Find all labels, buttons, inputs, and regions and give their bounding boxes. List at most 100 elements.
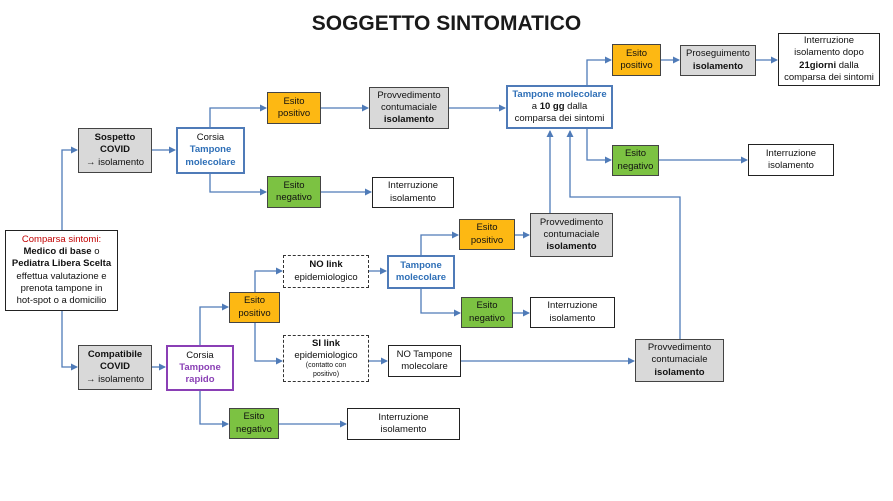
proseguimento-line2: isolamento (692, 60, 744, 72)
node-provvedimento-2: Provvedimento contumaciale isolamento (530, 213, 613, 257)
interr-21-line4: comparsa dei sintomi (784, 71, 874, 83)
arrow-esito-pos-rap-to-si-link (254, 323, 283, 365)
esito-pos-rap-line1: Esito (243, 295, 266, 307)
node-esito-negativo-2: Esito negativo (461, 297, 513, 328)
start-pediatra: Pediatra Libera Scelta (11, 258, 112, 270)
interr-2-line2: isolamento (549, 312, 596, 324)
node-interruzione-top: Interruzione isolamento (748, 144, 834, 176)
esito-pos-2-line2: positivo (470, 234, 504, 246)
node-esito-positivo-top: Esito positivo (612, 44, 661, 76)
node-interruzione-2: Interruzione isolamento (530, 297, 615, 328)
compatibile-line3: → isolamento (85, 373, 145, 385)
node-compatibile-covid: Compatibile COVID → isolamento (78, 345, 152, 390)
compatibile-line1: Compatibile (87, 349, 143, 361)
arrow-start-to-compatibile (61, 311, 78, 371)
provv-1-line2: contumaciale (381, 101, 437, 113)
arrow-corsia-mol-to-esito-neg-1 (209, 174, 267, 196)
provv-1-line3: isolamento (383, 114, 435, 126)
si-link-line1: SI link (312, 337, 340, 349)
interr-1-line1: Interruzione (387, 180, 439, 192)
esito-neg-1-line1: Esito (283, 179, 305, 191)
node-tampone-10gg: Tampone molecolare a 10 gg dalla compars… (506, 85, 613, 129)
corsia-rap-line3: rapido (185, 374, 215, 386)
node-proseguimento-isolamento: Proseguimento isolamento (680, 45, 756, 76)
proseguimento-line1: Proseguimento (686, 48, 750, 60)
esito-neg-rap-line2: negativo (236, 423, 272, 435)
esito-neg-2-line1: Esito (476, 300, 498, 312)
node-esito-positivo-1: Esito positivo (267, 92, 321, 124)
arrow-start-to-sospetto (61, 146, 78, 230)
node-comparsa-sintomi: Comparsa sintomi: Medico di base o Pedia… (5, 230, 118, 311)
arrow-provv-3-to-tampone-10gg (566, 130, 681, 339)
tampone-10gg-line2b: 10 gg (539, 100, 565, 112)
start-line4: prenota tampone in (20, 282, 103, 294)
no-tampone-line2: molecolare (401, 361, 448, 372)
start-line3: effettua valutazione e (16, 270, 107, 282)
esito-pos-1-line1: Esito (283, 95, 305, 107)
tampone-10gg-line1: Tampone molecolare (512, 88, 607, 100)
node-no-tampone-molecolare: NO Tampone molecolare (388, 345, 461, 377)
corsia-mol-line3: molecolare (185, 156, 236, 168)
sospetto-line1: Sospetto (94, 132, 136, 144)
esito-neg-1-line2: negativo (276, 192, 312, 203)
node-esito-negativo-rapido: Esito negativo (229, 408, 279, 439)
esito-pos-2-line1: Esito (476, 222, 498, 234)
si-link-line4: positivo) (312, 370, 340, 378)
esito-neg-2-line2: negativo (469, 312, 505, 324)
arrow-tampone-10gg-to-esito-neg-top (586, 129, 612, 164)
esito-pos-1-line2: positivo (277, 108, 311, 119)
node-provvedimento-3: Provvedimento contumaciale isolamento (635, 339, 724, 382)
si-link-line2: epidemiologico (294, 350, 358, 362)
si-link-line3: (contatto con (305, 362, 347, 370)
interr-rap-line2: isolamento (380, 424, 427, 435)
no-link-line1: NO link (309, 259, 343, 271)
arrow-tampone-10gg-to-esito-pos-top (586, 56, 612, 85)
interr-2-line1: Interruzione (547, 300, 598, 312)
tampone-mol-2-line2: molecolare (395, 272, 447, 283)
interr-top-line2: isolamento (768, 160, 814, 171)
node-corsia-tampone-molecolare: Corsia Tampone molecolare (176, 127, 245, 174)
interr-1-line2: isolamento (390, 192, 436, 204)
node-esito-positivo-rapido: Esito positivo (229, 292, 280, 323)
esito-pos-top-line1: Esito (625, 47, 648, 59)
esito-pos-rap-line2: positivo (238, 307, 271, 319)
tampone-mol-2-line1: Tampone (400, 259, 442, 271)
sospetto-line2: COVID (99, 144, 131, 156)
interr-21-line1: Interruzione (803, 35, 855, 47)
corsia-rap-line1: Corsia (186, 349, 214, 361)
provv-1-line1: Provvedimento (377, 89, 441, 101)
node-provvedimento-1: Provvedimento contumaciale isolamento (369, 87, 449, 129)
provv-2-line2: contumaciale (543, 228, 600, 240)
start-line5: hot-spot o a domicilio (16, 294, 107, 306)
sospetto-line3: → isolamento (85, 156, 145, 168)
no-link-line2: epidemiologico (294, 271, 358, 283)
interr-top-line1: Interruzione (765, 147, 817, 159)
corsia-rap-line2: Tampone (179, 361, 221, 373)
node-esito-negativo-1: Esito negativo (267, 176, 321, 208)
arrow-corsia-rap-to-esito-neg-rap (199, 391, 229, 428)
page-title: SOGGETTO SINTOMATICO (311, 12, 582, 35)
esito-neg-rap-line1: Esito (243, 411, 265, 423)
node-sospetto-covid: Sospetto COVID → isolamento (78, 128, 152, 173)
node-tampone-molecolare-2: Tampone molecolare (387, 255, 455, 289)
interr-21-line3b: dalla (836, 59, 859, 71)
node-esito-negativo-top: Esito negativo (612, 145, 659, 176)
arrow-esito-pos-rap-to-no-link (254, 267, 283, 292)
arrow-corsia-rap-to-esito-pos-rap (199, 303, 229, 345)
no-tampone-line1: NO Tampone (396, 348, 453, 360)
node-interruzione-21-giorni: Interruzione isolamento dopo 21giorni da… (778, 33, 880, 86)
provv-3-line1: Provvedimento (647, 342, 712, 354)
start-medico: Medico di base (23, 246, 92, 258)
corsia-mol-line2: Tampone (189, 144, 232, 156)
interr-21-line3a: 21giorni (799, 59, 837, 71)
provv-2-line3: isolamento (546, 241, 597, 253)
arrow-tampone-mol-2-to-esito-neg-2 (420, 289, 461, 317)
node-si-link-epidemiologico: SI link epidemiologico (contatto con pos… (283, 335, 369, 382)
start-heading: Comparsa sintomi: (21, 234, 102, 246)
corsia-mol-line1: Corsia (196, 132, 225, 144)
node-esito-positivo-2: Esito positivo (459, 219, 515, 250)
node-corsia-tampone-rapido: Corsia Tampone rapido (166, 345, 234, 391)
esito-neg-top-line2: negativo (617, 160, 654, 172)
esito-neg-top-line1: Esito (624, 148, 647, 160)
